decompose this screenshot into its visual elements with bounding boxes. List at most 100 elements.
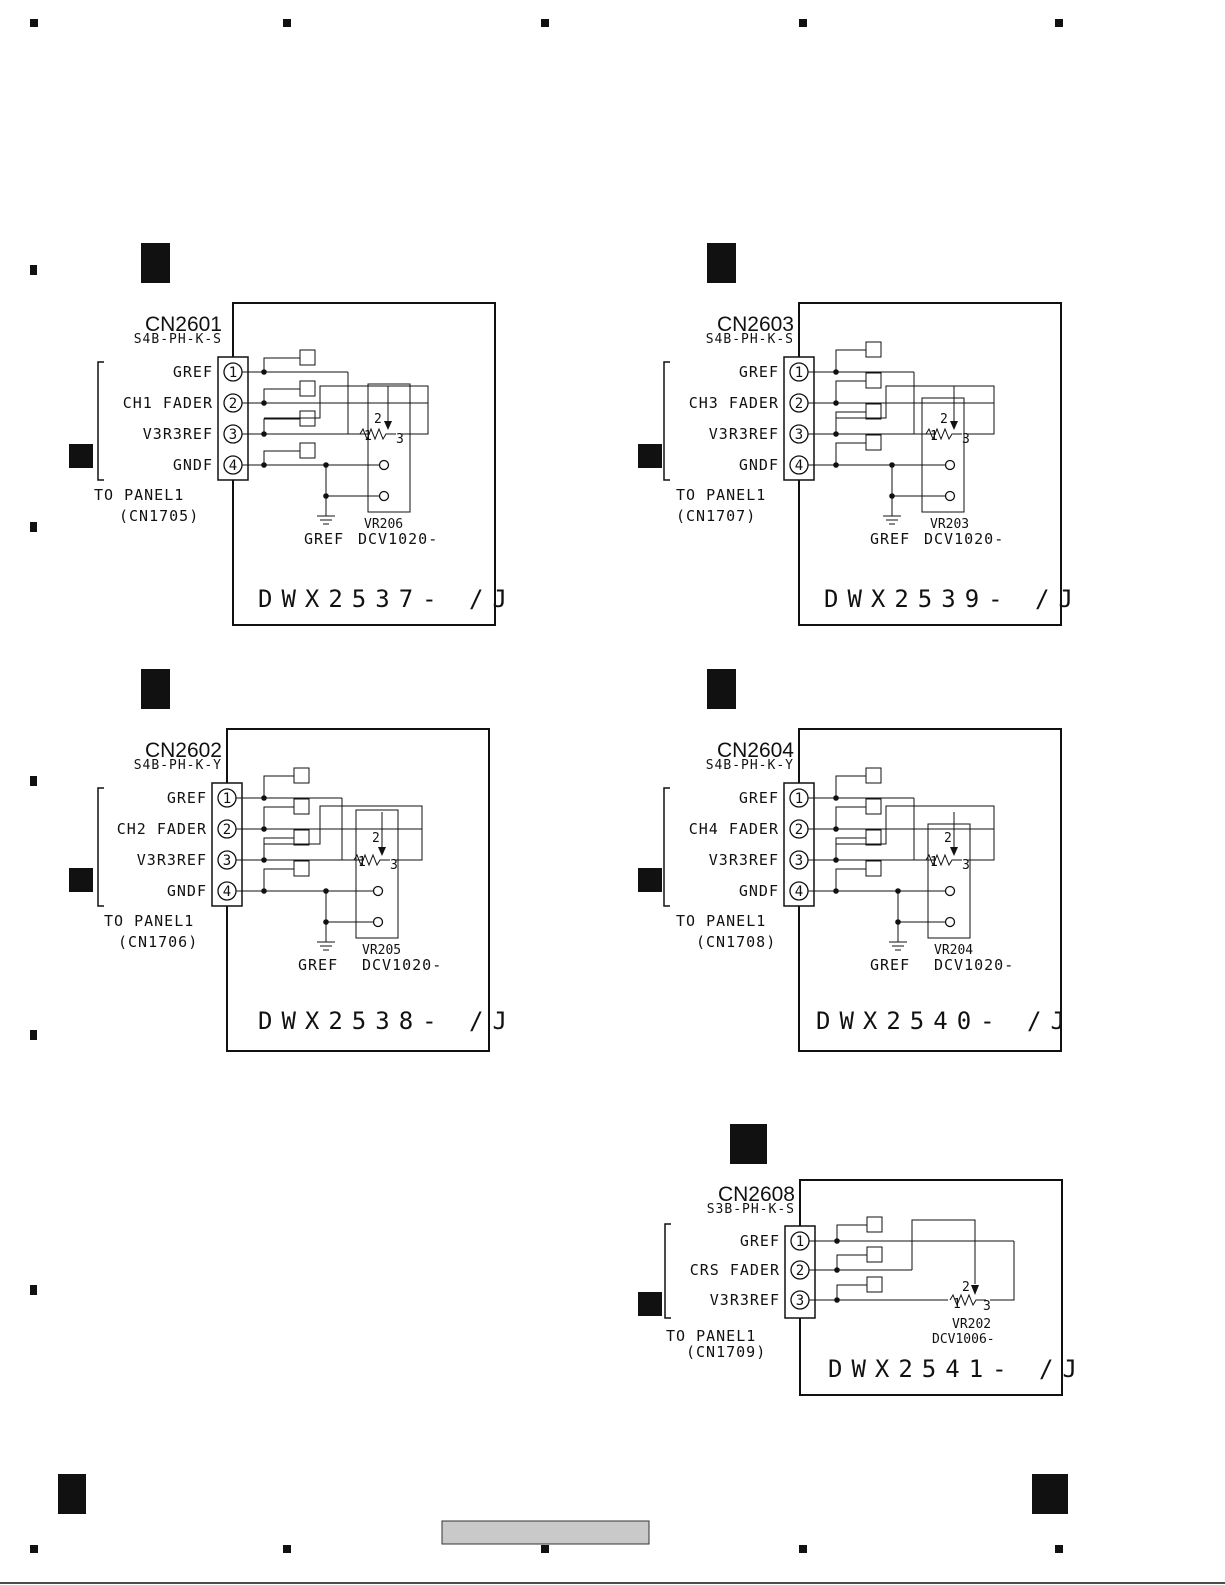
wiring: [242, 349, 429, 525]
pin-label: CRS FADER: [690, 1261, 780, 1279]
vr-name: VR205: [362, 943, 401, 958]
pin-label: CH2 FADER: [117, 820, 207, 838]
pin-number: 1: [795, 365, 803, 381]
connector-body: [217, 356, 249, 481]
pot-pin: 1: [930, 855, 938, 870]
connector-body: [783, 356, 815, 481]
connector-body: [211, 782, 243, 907]
pot-pin: 1: [953, 1297, 961, 1312]
pot-pin: 3: [983, 1299, 991, 1314]
pin-bracket: [97, 787, 104, 907]
pin-number: 4: [795, 458, 803, 474]
vr-part: DCV1020-: [358, 530, 438, 548]
pin-number: 3: [796, 1293, 804, 1309]
pin-number: 3: [795, 853, 803, 869]
schematic-cn2608: CN2608 S3B-PH-K-S GREF CRS FADER V3R3REF…: [664, 1179, 1086, 1396]
vr-part: DCV1020-: [362, 956, 442, 974]
pot-pin: 1: [364, 429, 372, 444]
board-outline: [232, 302, 496, 626]
connector-name: CN2602: [145, 739, 222, 762]
pot-pin: 1: [930, 429, 938, 444]
pot-pin: 3: [396, 432, 404, 447]
pot-pin: 2: [940, 412, 948, 427]
board-number: DWX2541- /J: [828, 1355, 1086, 1383]
pot-pin: 2: [962, 1280, 970, 1295]
pin-number: 4: [795, 884, 803, 900]
wiring: [808, 341, 995, 525]
pin-label: V3R3REF: [709, 425, 779, 443]
schematic-cn2603: CN2603 S4B-PH-K-S GREF CH3 FADER V3R3REF…: [663, 302, 1073, 626]
pin-label: V3R3REF: [143, 425, 213, 443]
to-panel-connector: (CN1706): [118, 933, 198, 951]
pin-bracket: [97, 361, 104, 481]
to-panel-label: TO PANEL1: [676, 912, 766, 930]
pin-number: 3: [229, 427, 237, 443]
pin-label: GREF: [167, 789, 207, 807]
pin-label: GREF: [739, 363, 779, 381]
pin-bracket: [664, 1223, 671, 1319]
pot-pin: 2: [944, 831, 952, 846]
pin-number: 1: [795, 791, 803, 807]
pin-label: GREF: [739, 789, 779, 807]
pin-label: GREF: [173, 363, 213, 381]
pin-number: 2: [795, 822, 803, 838]
vr-part: DCV1020-: [924, 530, 1004, 548]
pin-label: CH4 FADER: [689, 820, 779, 838]
to-panel-label: TO PANEL1: [94, 486, 184, 504]
pin-label: CH1 FADER: [123, 394, 213, 412]
registration-marks: [30, 19, 1068, 1553]
to-panel-label: TO PANEL1: [666, 1327, 756, 1345]
pin-number: 2: [229, 396, 237, 412]
pin-number: 1: [229, 365, 237, 381]
connector-body: [783, 782, 815, 907]
footer-page-box: [441, 1520, 650, 1545]
connector-part: S3B-PH-K-S: [707, 1202, 795, 1217]
pin-number: 4: [223, 884, 231, 900]
ground-label: GREF: [870, 530, 910, 548]
pot-pin: 1: [358, 855, 366, 870]
pin-label: GNDF: [167, 882, 207, 900]
section-markers: [69, 243, 767, 1316]
pin-number: 4: [229, 458, 237, 474]
connector-part: S4B-PH-K-Y: [134, 758, 222, 773]
pin-label: V3R3REF: [710, 1291, 780, 1309]
pin-number: 1: [796, 1234, 804, 1250]
to-panel-label: TO PANEL1: [104, 912, 194, 930]
pot-pin: 2: [374, 412, 382, 427]
to-panel-connector: (CN1709): [686, 1343, 766, 1361]
connector-name: CN2603: [717, 313, 794, 336]
board-number: DWX2537- /J: [258, 585, 516, 613]
connector-part: S4B-PH-K-Y: [706, 758, 794, 773]
pin-bracket: [663, 361, 670, 481]
vr-name: VR203: [930, 517, 969, 532]
ground-label: GREF: [298, 956, 338, 974]
vr-part: DCV1006-: [932, 1332, 995, 1347]
to-panel-connector: (CN1705): [119, 507, 199, 525]
connector-name: CN2604: [717, 739, 794, 762]
connector-name: CN2608: [718, 1183, 795, 1206]
vr-name: VR202: [952, 1317, 991, 1332]
pot-pin: 3: [962, 432, 970, 447]
schematic-cn2601: CN2601 S4B-PH-K-S GREF CH1 FADER V3R3REF…: [94, 302, 516, 626]
pin-number: 2: [223, 822, 231, 838]
connector-part: S4B-PH-K-S: [706, 332, 794, 347]
connector-part: S4B-PH-K-S: [134, 332, 222, 347]
vr-part: DCV1020-: [934, 956, 1014, 974]
pin-number: 1: [223, 791, 231, 807]
pin-number: 3: [795, 427, 803, 443]
pin-label: V3R3REF: [137, 851, 207, 869]
wiring: [809, 1216, 1015, 1307]
pin-number: 3: [223, 853, 231, 869]
schematic-cn2604: CN2604 S4B-PH-K-Y GREF CH4 FADER V3R3REF…: [663, 728, 1074, 1052]
vr-name: VR204: [934, 943, 973, 958]
pin-label: CH3 FADER: [689, 394, 779, 412]
connector-name: CN2601: [145, 313, 222, 336]
pin-bracket: [663, 787, 670, 907]
ground-label: GREF: [870, 956, 910, 974]
board-number: DWX2540- /J: [816, 1007, 1074, 1035]
pin-label: V3R3REF: [709, 851, 779, 869]
ground-label: GREF: [304, 530, 344, 548]
pin-label: GNDF: [739, 456, 779, 474]
pin-number: 2: [795, 396, 803, 412]
to-panel-connector: (CN1707): [676, 507, 756, 525]
